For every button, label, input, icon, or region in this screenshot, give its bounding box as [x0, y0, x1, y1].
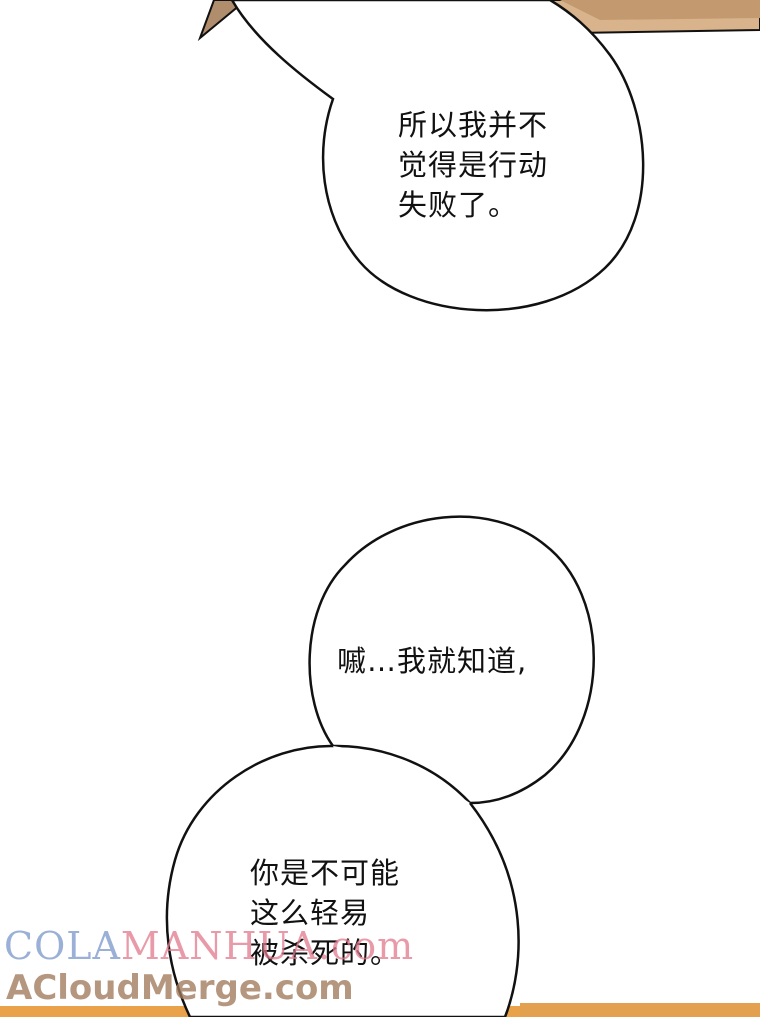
speech-bubble-3 — [165, 744, 520, 1017]
speech-text-3: 你是不可能 这么轻易 被杀死的。 — [250, 856, 401, 970]
speech-bubble-1 — [230, 0, 645, 312]
speech-text-1: 所以我并不 觉得是行动 失败了。 — [398, 108, 549, 222]
speech-text-2: 嘁…我就知道, — [337, 644, 528, 678]
watermark-acloudmerge: ACloudMerge.com — [6, 968, 354, 1008]
podo-logo-icon: ◢◣ — [608, 974, 647, 1002]
speech-bubble-2 — [308, 515, 595, 805]
watermark-podo: ◢◣PODO — [608, 974, 725, 1002]
watermark-colamanhua: COLAMANHUA.com — [4, 924, 415, 968]
